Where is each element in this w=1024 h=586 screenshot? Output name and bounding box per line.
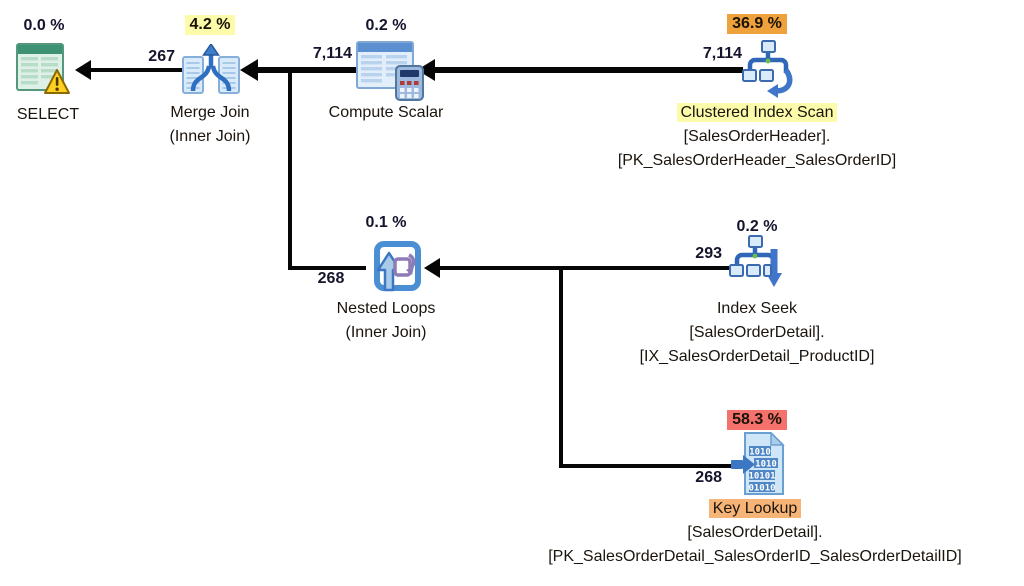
row-count: 293: [695, 245, 722, 262]
node-label-select: SELECT: [16, 106, 80, 123]
edge-line: [433, 67, 743, 73]
cost-percent-clustered-index-scan: 36.9 %: [707, 14, 807, 34]
cost-percent-key-lookup: 58.3 %: [707, 410, 807, 430]
node-label-key-lookup: Key Lookup [SalesOrderDetail]. [PK_Sales…: [548, 499, 962, 565]
svg-text:1010: 1010: [755, 460, 777, 470]
cost-percent-index-seek: 0.2 %: [736, 218, 778, 235]
edge-line: [89, 68, 182, 72]
node-select[interactable]: [16, 43, 74, 103]
result-grid-warning-icon: [16, 43, 74, 103]
nested-loops-icon: [364, 238, 424, 296]
arrowhead-into-merge-join-icon: [240, 59, 258, 81]
node-label-index-seek: Index Seek [SalesOrderDetail]. [IX_Sales…: [639, 300, 875, 365]
node-label-merge-join: Merge Join (Inner Join): [169, 104, 251, 145]
node-key-lookup[interactable]: 1010 1010 10101 01010: [731, 432, 787, 496]
svg-text:1010: 1010: [749, 448, 771, 458]
row-count: 7,114: [312, 45, 352, 62]
row-count: 267: [148, 48, 175, 65]
compute-scalar-icon: [356, 41, 426, 103]
node-compute-scalar[interactable]: [356, 41, 426, 103]
node-merge-join[interactable]: [182, 44, 240, 98]
cost-percent-nested-loops: 0.1 %: [365, 214, 407, 231]
svg-text:10101: 10101: [748, 472, 775, 482]
row-count: 268: [695, 469, 722, 486]
cost-percent-merge-join: 4.2 %: [160, 15, 260, 35]
node-label-nested-loops: Nested Loops (Inner Join): [336, 300, 436, 341]
edge-line: [256, 67, 358, 73]
edge-line: [288, 67, 292, 270]
svg-text:01010: 01010: [748, 484, 775, 494]
edge-line: [288, 266, 366, 270]
arrowhead-into-select-icon: [75, 60, 91, 80]
row-count: 7,114: [702, 45, 742, 62]
edge-line: [559, 266, 563, 468]
node-label-clustered-index-scan: Clustered Index Scan [SalesOrderHeader].…: [617, 103, 897, 169]
node-nested-loops[interactable]: [364, 238, 424, 296]
row-count: 268: [317, 270, 345, 287]
index-seek-icon: [728, 235, 786, 299]
edge-line: [438, 266, 730, 270]
cost-percent-compute-scalar: 0.2 %: [365, 17, 407, 34]
node-clustered-index-scan[interactable]: [741, 40, 797, 102]
merge-join-icon: [182, 44, 240, 98]
edge-line: [559, 464, 735, 468]
node-index-seek[interactable]: [728, 235, 786, 299]
clustered-index-scan-icon: [741, 40, 797, 102]
key-lookup-icon: 1010 1010 10101 01010: [731, 432, 787, 496]
cost-percent-select: 0.0 %: [23, 17, 65, 34]
arrowhead-into-nested-loops-icon: [424, 258, 440, 278]
node-label-compute-scalar: Compute Scalar: [328, 104, 444, 121]
